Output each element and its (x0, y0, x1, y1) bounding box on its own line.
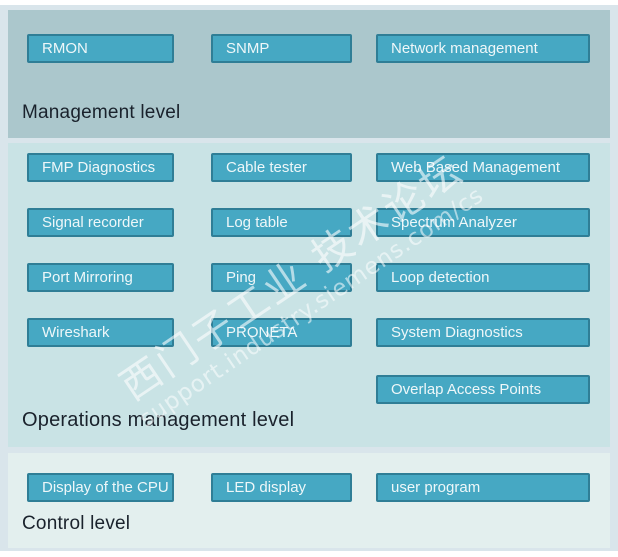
box-ping: Ping (211, 263, 352, 292)
section-operations-management-level: FMP Diagnostics Cable tester Web Based M… (8, 143, 610, 447)
box-rmon: RMON (27, 34, 174, 63)
box-fmp-diagnostics: FMP Diagnostics (27, 153, 174, 182)
box-port-mirroring: Port Mirroring (27, 263, 174, 292)
operations-management-level-label: Operations management level (22, 409, 295, 431)
section-management-level: RMON SNMP Network management Management … (8, 10, 610, 138)
box-system-diagnostics: System Diagnostics (376, 318, 590, 347)
box-loop-detection: Loop detection (376, 263, 590, 292)
box-log-table: Log table (211, 208, 352, 237)
box-cable-tester: Cable tester (211, 153, 352, 182)
box-user-program: user program (376, 473, 590, 502)
control-level-label: Control level (22, 513, 131, 534)
box-overlap-access-points: Overlap Access Points (376, 375, 590, 404)
box-proneta: PRONETA (211, 318, 352, 347)
box-signal-recorder: Signal recorder (27, 208, 174, 237)
box-web-based-management: Web Based Management (376, 153, 590, 182)
box-network-management: Network management (376, 34, 590, 63)
section-control-level: Display of the CPU LED display user prog… (8, 453, 610, 548)
box-display-of-the-cpu: Display of the CPU (27, 473, 174, 502)
box-wireshark: Wireshark (27, 318, 174, 347)
box-led-display: LED display (211, 473, 352, 502)
box-snmp: SNMP (211, 34, 352, 63)
management-level-label: Management level (22, 102, 181, 123)
box-spectrum-analyzer: Spectrum Analyzer (376, 208, 590, 237)
